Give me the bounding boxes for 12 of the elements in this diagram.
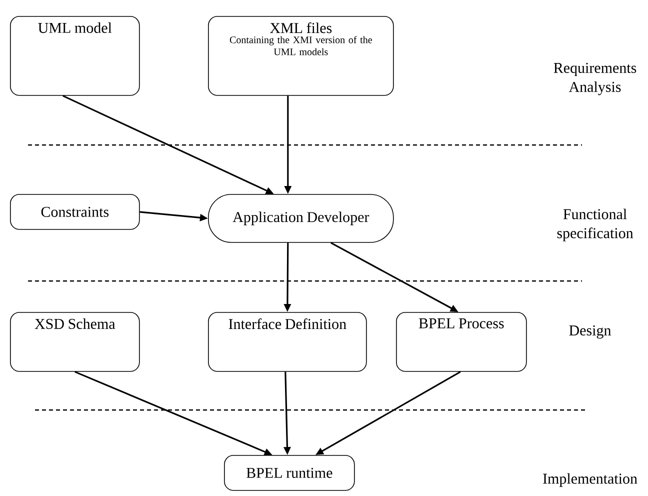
process-box: Interface Definition [208, 312, 367, 372]
phase-label: Design [569, 325, 612, 339]
phase-label: Functional specification [557, 208, 634, 242]
process-box: XML files Containing the XMI version of the UML models [208, 16, 394, 96]
phase-label: Requirements Analysis [554, 62, 636, 96]
process-box: BPEL runtime [224, 455, 355, 491]
process-box: Constraints [10, 194, 140, 230]
process-box: BPEL Process [396, 312, 527, 372]
actor-node: Application Developer [208, 194, 394, 243]
phase-label: Implementation [543, 473, 638, 487]
process-box: UML model [10, 16, 140, 96]
process-box: XSD Schema [10, 312, 140, 372]
